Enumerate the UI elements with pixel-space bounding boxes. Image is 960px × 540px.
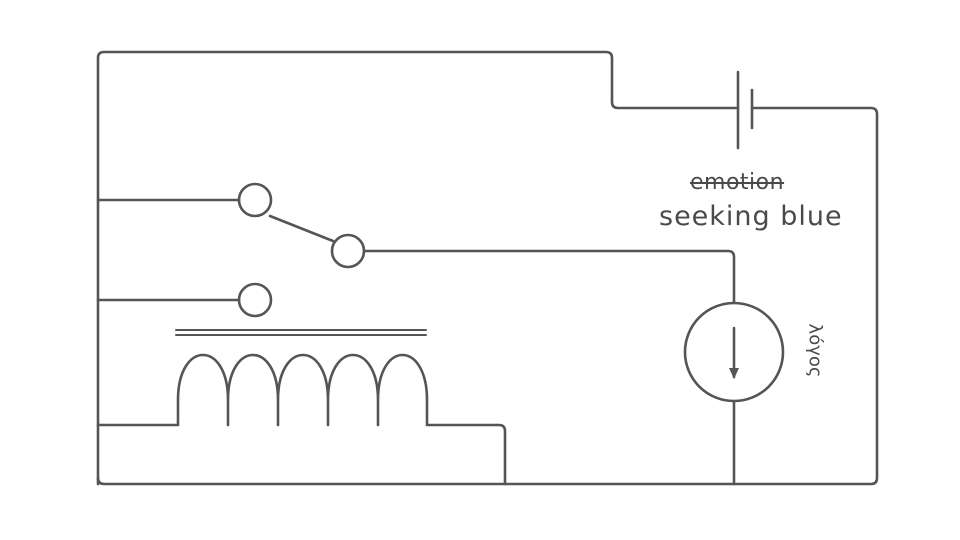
switch-contact-top xyxy=(237,182,273,218)
inductor-coil xyxy=(96,353,507,486)
struck-label: emotion xyxy=(690,170,785,195)
switch-contact-bottom xyxy=(237,282,273,318)
current-arrow-head xyxy=(729,368,739,379)
source-label: λόγος xyxy=(804,323,826,378)
switch-pivot xyxy=(330,233,366,269)
switch-output-wire xyxy=(362,249,736,305)
battery-right-wire xyxy=(96,106,879,486)
switch-lever xyxy=(268,214,335,243)
main-label: seeking blue xyxy=(659,201,843,232)
outer-wire xyxy=(96,50,740,486)
